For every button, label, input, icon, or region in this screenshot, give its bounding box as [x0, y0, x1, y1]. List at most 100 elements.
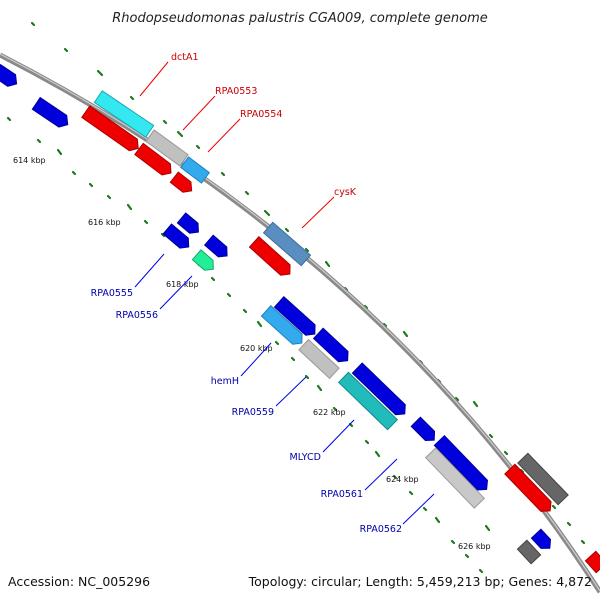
- gene-label-cysK: cysK: [334, 187, 357, 198]
- gene-label-RPA0553: RPA0553: [215, 86, 257, 97]
- gene-label-MLYCD: MLYCD: [290, 452, 321, 463]
- tick-mark: [316, 384, 323, 392]
- tick-mark: [256, 320, 263, 328]
- tick-mark: [364, 439, 370, 445]
- gene-blue-edge-left[interactable]: [0, 63, 21, 90]
- gene-label-RPA0562: RPA0562: [360, 524, 402, 535]
- gene-dark-grey-1[interactable]: [517, 452, 569, 506]
- tick-mark: [71, 170, 77, 176]
- tick-mark: [503, 450, 509, 456]
- gene-red-1[interactable]: [81, 105, 142, 154]
- tick-mark: [263, 209, 271, 217]
- gene-blue-6[interactable]: [351, 362, 409, 419]
- leader-RPA0561: [364, 458, 398, 491]
- tick-mark: [56, 148, 63, 156]
- tick-mark: [304, 374, 310, 380]
- gene-label-RPA0561: RPA0561: [321, 489, 363, 500]
- genome-title: Rhodopseudomonas palustris CGA009, compl…: [112, 11, 488, 26]
- tick-mark: [63, 47, 69, 53]
- tick-mark: [374, 450, 381, 458]
- tick-mark: [566, 521, 572, 527]
- gene-RPA0562[interactable]: [424, 447, 486, 509]
- gene-blue-1[interactable]: [31, 96, 71, 131]
- tick-mark: [126, 203, 133, 211]
- leader-RPA0556: [159, 275, 193, 310]
- tick-mark: [402, 330, 409, 338]
- tick-mark: [162, 119, 168, 125]
- leader-RPA0562: [402, 493, 435, 525]
- tick-mark: [274, 340, 280, 346]
- gene-blue-2[interactable]: [176, 212, 202, 237]
- tick-mark: [434, 516, 441, 524]
- gene-RPA0553[interactable]: [145, 129, 189, 167]
- tick-mark: [363, 304, 369, 310]
- tick-mark: [106, 194, 112, 200]
- kbp-label-624: 624 kbp: [386, 475, 419, 484]
- kbp-label-614: 614 kbp: [13, 156, 46, 165]
- gene-blue-7[interactable]: [410, 416, 439, 445]
- leader-RPA0555: [134, 253, 165, 288]
- gene-blue-3[interactable]: [203, 234, 232, 261]
- tick-mark: [160, 232, 166, 238]
- tick-mark: [176, 130, 184, 138]
- tick-mark: [332, 406, 338, 412]
- gene-label-RPA0559: RPA0559: [232, 407, 274, 418]
- leader-MLYCD: [322, 419, 355, 453]
- kbp-label-618: 618 kbp: [166, 280, 199, 289]
- tick-mark: [488, 433, 494, 439]
- gene-cysK[interactable]: [262, 221, 312, 267]
- tick-mark: [472, 400, 479, 408]
- gene-red-5[interactable]: [504, 463, 555, 515]
- gene-red-3[interactable]: [169, 171, 195, 196]
- forward-strand-features: [93, 90, 569, 506]
- gene-red-2[interactable]: [134, 142, 175, 178]
- gene-RPA0561[interactable]: [433, 434, 491, 495]
- tick-mark: [454, 396, 460, 402]
- leader-RPA0553: [182, 95, 216, 131]
- leader-RPA0559: [275, 376, 307, 407]
- gene-label-dctA1: dctA1: [171, 52, 199, 63]
- kbp-label-620: 620 kbp: [240, 344, 273, 353]
- leader-dctA1: [139, 61, 169, 97]
- tick-mark: [484, 524, 491, 532]
- gene-RPA0555[interactable]: [162, 223, 193, 252]
- tick-mark: [422, 506, 428, 512]
- gene-blue-8[interactable]: [530, 528, 554, 552]
- gene-RPA0554[interactable]: [180, 156, 210, 184]
- tick-mark: [88, 182, 94, 188]
- gene-MLYCD[interactable]: [337, 371, 399, 431]
- gene-label-hemH: hemH: [211, 376, 239, 387]
- gene-dark-grey-2[interactable]: [516, 539, 542, 565]
- tick-mark: [129, 95, 135, 101]
- kbp-label-616: 616 kbp: [88, 218, 121, 227]
- gene-blue-4[interactable]: [273, 296, 319, 340]
- tick-mark: [143, 219, 149, 225]
- gene-hemH[interactable]: [260, 305, 306, 349]
- leader-hemH: [240, 342, 272, 377]
- tick-mark: [392, 474, 398, 480]
- kbp-label-622: 622 kbp: [313, 408, 346, 417]
- gene-label-RPA0554: RPA0554: [240, 109, 282, 120]
- tick-mark: [36, 138, 42, 144]
- gene-dctA1[interactable]: [93, 90, 155, 138]
- gene-label-RPA0556: RPA0556: [116, 310, 158, 321]
- genome-summary-text: Topology: circular; Length: 5,459,213 bp…: [248, 574, 592, 589]
- tick-mark: [220, 171, 226, 177]
- forward-label-leaders: [139, 61, 335, 229]
- gene-RPA0559[interactable]: [298, 338, 340, 380]
- tick-mark: [210, 276, 216, 282]
- tick-mark: [290, 356, 296, 362]
- accession-text: Accession: NC_005296: [8, 574, 150, 589]
- tick-mark: [382, 322, 388, 328]
- gene-label-RPA0555: RPA0555: [91, 288, 133, 299]
- gene-red-4[interactable]: [248, 236, 294, 280]
- gene-red-edge-right[interactable]: [584, 550, 600, 574]
- gene-RPA0556[interactable]: [191, 249, 217, 274]
- tick-mark: [6, 116, 12, 122]
- gene-blue-5[interactable]: [312, 327, 353, 366]
- leader-RPA0554: [207, 118, 241, 153]
- tick-mark: [551, 504, 557, 510]
- tick-mark: [450, 539, 456, 545]
